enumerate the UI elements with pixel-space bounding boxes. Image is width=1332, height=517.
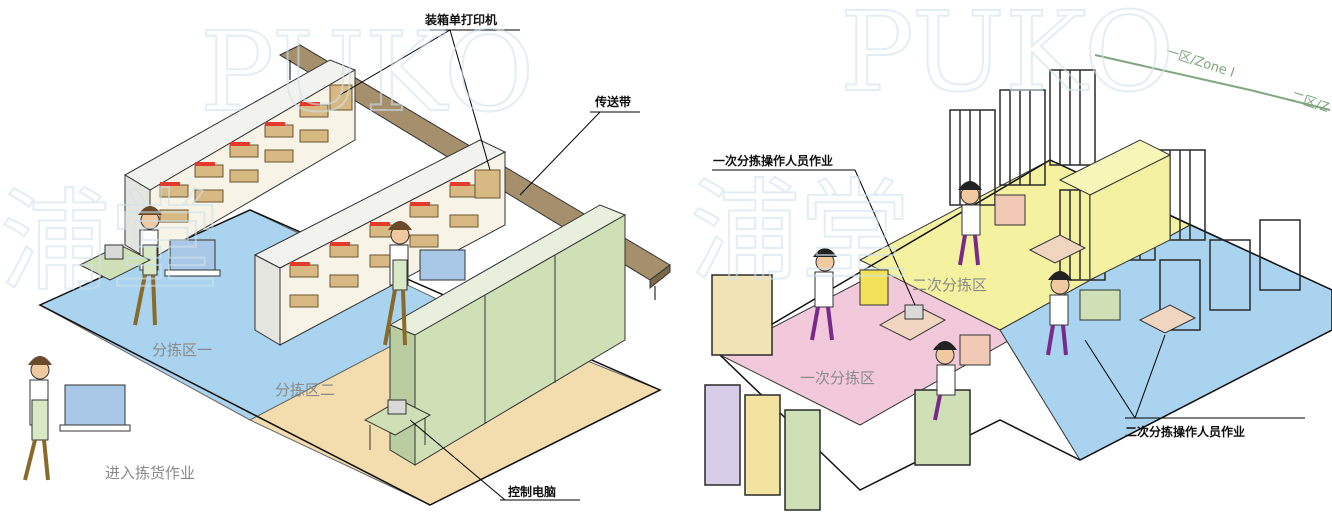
worker-entering (23, 356, 131, 481)
pc-table-left (78, 244, 152, 281)
front-shelf-boxes (289, 169, 501, 308)
floor-label-zone1: 分拣区一 (152, 341, 212, 359)
leader-printer-2 (339, 29, 451, 96)
right-panel: 二次分拣区 一次分拣区 一区/Zone I 二区/Z 一次分拣操作人员作业 二次… (704, 45, 1332, 511)
worker-second-sort-2 (1046, 271, 1121, 356)
callout-packing-printer: 装箱单打印机 (424, 12, 497, 27)
watermark-puko-right: PUKO (840, 0, 1174, 116)
watermark-brand-left: 浦堂 (0, 178, 220, 306)
roll-cages-front (704, 274, 971, 511)
pc-table-right (363, 399, 432, 450)
leader-control-pc (409, 419, 506, 501)
leader-printer (449, 29, 491, 171)
left-panel: 分拣区一 分拣区二 进入拣货作业 装箱单打印机 传送带 控制电脑 (23, 12, 671, 506)
leader-second-sort-1 (1084, 339, 1136, 419)
watermark-puko-left: PUKO (200, 8, 534, 136)
callout-second-sort-ops: 二次分拣操作人员作业 (1125, 424, 1245, 439)
floor-label-zone2: 分拣区二 (275, 381, 335, 399)
watermark-brand-right: 浦堂 (690, 168, 910, 296)
zone-label-1: 一区/Zone I (1164, 45, 1237, 81)
worker-second-sort-1 (958, 181, 1026, 266)
pc-table-right-panel (878, 234, 1197, 341)
leader-second-sort-2 (1134, 334, 1166, 419)
leader-first-sort (854, 169, 916, 306)
zone-label-2: 二区/Z (1289, 90, 1331, 116)
zone-bracket (1094, 54, 1331, 111)
conveyor-side (649, 264, 671, 290)
floor-label-first-sort: 一次分拣区 (800, 369, 875, 387)
floor-label-second-sort: 二次分拣区 (912, 276, 987, 294)
worker-zone2 (383, 221, 466, 346)
callout-first-sort-ops: 一次分拣操作人员作业 (713, 153, 833, 168)
back-shelf-boxes (159, 84, 353, 223)
callout-control-pc: 控制电脑 (508, 484, 556, 499)
worker-second-sort-3 (933, 334, 991, 421)
worker-first-sort (810, 248, 889, 341)
callout-conveyor: 传送带 (594, 94, 631, 109)
leader-conveyor (519, 111, 601, 196)
floor-label-enter: 进入拣货作业 (105, 464, 195, 482)
yellow-shelf-block (1058, 139, 1172, 281)
watermarks: PUKO PUKO 浦堂 浦堂 (0, 0, 1175, 307)
